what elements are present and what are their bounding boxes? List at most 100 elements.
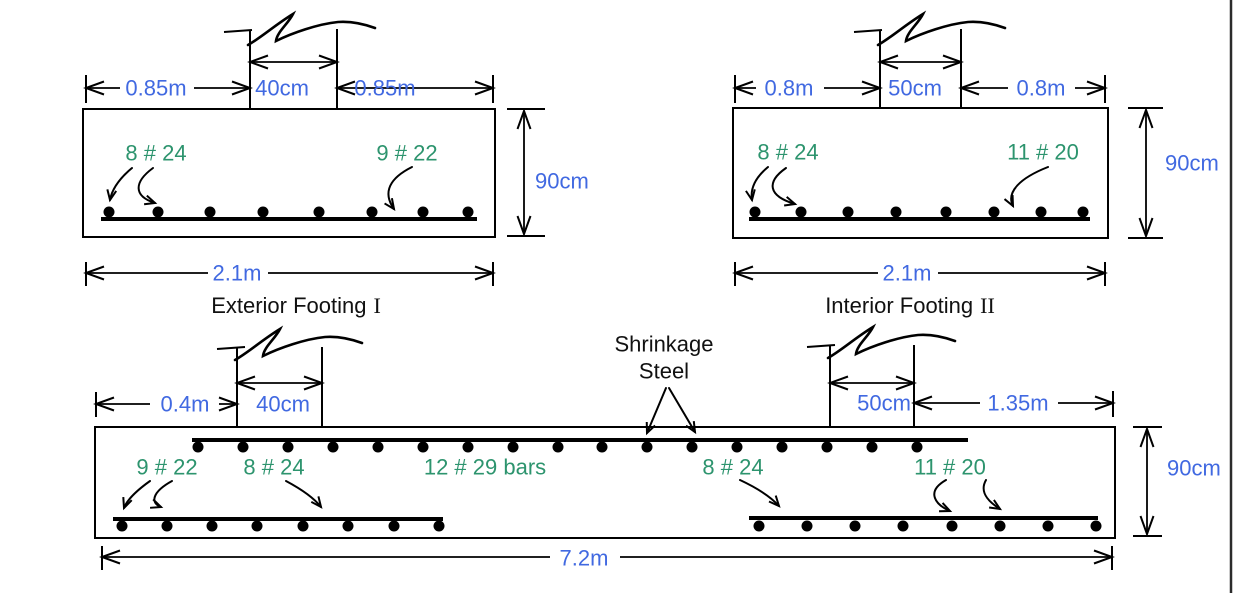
rebar-dot [116,520,128,532]
combined-bottom-left-outer-label: 9 # 22 [136,455,197,480]
rebar-dot [282,441,294,453]
rebar-dot [237,441,249,453]
exterior-dim-column: 40cm [255,76,309,101]
rebar-dot [204,206,216,218]
combined-footing: 0.4m 40cm 50cm 1.35m Shrinkage Steel 9 #… [93,325,1221,571]
combined-top-bars-label: 12 # 29 bars [424,455,546,480]
leader-arrow [149,480,173,509]
rebar-dot [596,441,608,453]
rebar-dot [152,206,164,218]
rebar-dot [433,520,445,532]
rebar-dot [462,206,474,218]
rebar-dot [161,520,173,532]
combined-right-column-top-tick [806,344,836,348]
rebar-dot [795,206,807,218]
interior-column-top-tick [853,29,883,33]
interior-rebar-dots [749,206,1089,218]
exterior-footing-outline [82,108,496,238]
interior-dim-column: 50cm [888,76,942,101]
rebar-dot [731,441,743,453]
rebar-dot [192,441,204,453]
rebar-dot [821,441,833,453]
exterior-column-break-squiggle [246,12,377,47]
rebar-dot [776,441,788,453]
combined-top-rebar-dots [192,441,923,453]
combined-bottom-right-outer-label: 11 # 20 [914,455,986,480]
rebar-dot [313,206,325,218]
leader-arrow [771,167,798,207]
leader-arrow [285,480,323,509]
rebar-dot [1090,520,1102,532]
combined-left-column-top-tick [216,346,246,350]
rebar-dot [866,441,878,453]
rebar-dot [507,441,519,453]
leader-arrow [122,480,151,511]
interior-dim-left: 0.8m [765,76,814,101]
rebar-dot [366,206,378,218]
rebar-dot [417,206,429,218]
rebar-dot [103,206,115,218]
leader-arrow [982,479,1003,511]
interior-right-bars-label: 11 # 20 [1007,140,1079,165]
rebar-dot [911,441,923,453]
leader-arrow [1003,166,1049,209]
shrinkage-steel-label-line1: Shrinkage [614,332,713,357]
rebar-dot [327,441,339,453]
rebar-dot [946,520,958,532]
interior-dim-depth: 90cm [1165,151,1219,176]
exterior-right-bars-label: 9 # 22 [376,141,437,166]
combined-dim-right-column: 50cm [857,391,911,416]
rebar-dot [257,206,269,218]
rebar-dot [890,206,902,218]
rebar-dot [206,520,218,532]
rebar-dot [897,520,909,532]
exterior-rebar-dots [103,206,474,218]
leader-arrow [745,166,769,203]
shrinkage-steel-label-line2: Steel [639,359,689,384]
combined-dim-left-column: 40cm [256,392,310,417]
leader-arrow [384,166,413,211]
combined-bottom-left-inner-label: 8 # 24 [243,455,304,480]
exterior-footing: 0.85m 40cm 0.85m 8 # 24 9 # 22 90cm 2.1m… [82,12,589,318]
exterior-dim-right: 0.85m [354,76,415,101]
rebar-dot [753,520,765,532]
rebar-dot [462,441,474,453]
interior-dim-right: 0.8m [1017,76,1066,101]
rebar-dot [251,520,263,532]
rebar-dot [641,441,653,453]
combined-bottom-right-rebar-dots [753,520,1102,532]
interior-dim-width: 2.1m [883,261,932,286]
combined-dim-depth: 90cm [1167,456,1221,481]
rebar-dot [372,441,384,453]
rebar-dot [417,441,429,453]
rebar-dot [342,520,354,532]
rebar-dot [801,520,813,532]
rebar-dot [686,441,698,453]
combined-bottom-right-inner-label: 8 # 24 [702,455,763,480]
rebar-dot [849,520,861,532]
rebar-dot [1042,520,1054,532]
leader-arrow [137,167,158,206]
exterior-left-bars-label: 8 # 24 [125,141,186,166]
combined-left-column-break-squiggle [233,327,364,362]
rebar-dot [388,520,400,532]
leader-arrow [668,387,697,435]
leader-arrow [645,387,667,436]
combined-dim-left-offset: 0.4m [161,392,210,417]
combined-dim-length: 7.2m [560,546,609,571]
exterior-column-top-tick [223,29,253,33]
interior-column-break-squiggle [876,12,1007,47]
combined-bottom-left-rebar-dots [116,520,445,532]
rebar-dot [842,206,854,218]
leader-arrow [739,479,781,508]
interior-footing-outline [732,107,1109,239]
rebar-dot [552,441,564,453]
exterior-dim-width: 2.1m [213,261,262,286]
rebar-dot [297,520,309,532]
rebar-dot [1077,206,1089,218]
combined-footing-outline [94,426,1116,539]
